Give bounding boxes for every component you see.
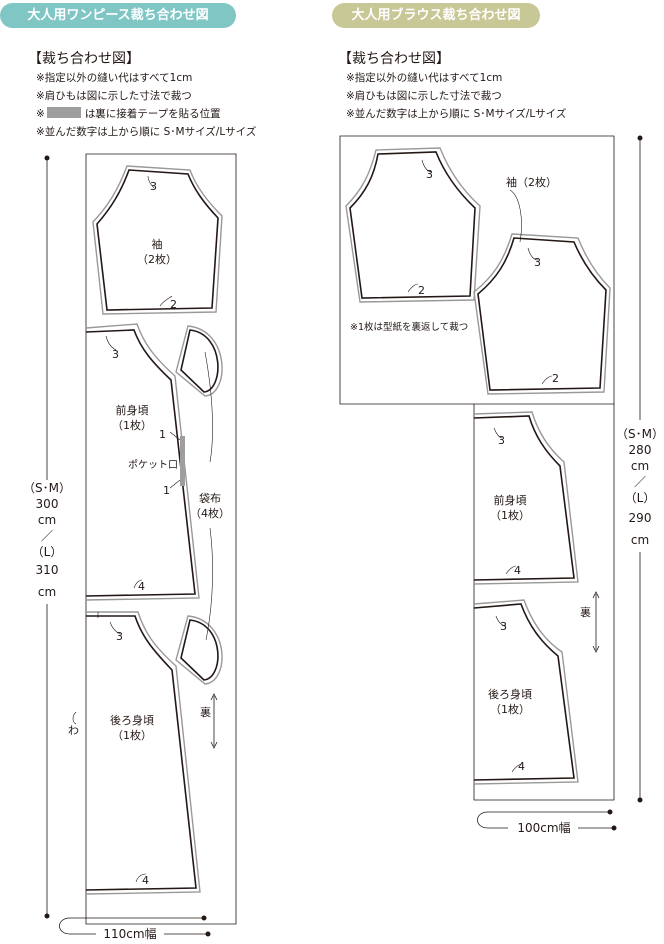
dress-length-4: ／	[41, 529, 53, 543]
pocket-num-2: 1	[163, 484, 170, 497]
blouse-fabric-outline	[339, 135, 615, 801]
dress-front-num-bottom: 4	[138, 580, 145, 593]
dress-back-piece	[85, 611, 201, 895]
dress-sleeve-num-bottom: 2	[170, 298, 177, 311]
dress-note-2: ※肩ひもは図に示した寸法で裁つ	[36, 90, 192, 102]
blouse-sleeve-reverse-note: ※1枚は型紙を裏返して裁つ	[350, 321, 468, 333]
blouse-sleeve2-num-bottom: 2	[552, 372, 559, 385]
blouse-length-3: cm	[631, 459, 649, 473]
blouse-front-num-bottom: 4	[514, 564, 521, 577]
dress-length-3: cm	[38, 513, 56, 527]
blouse-heading: 【裁ち合わせ図】	[338, 51, 450, 67]
blouse-width-label: 100cm幅	[517, 820, 570, 835]
interfacing-swatch	[46, 107, 81, 118]
dress-sleeve-count: （2枚）	[137, 252, 177, 266]
dress-note-3-text: は裏に接着テープを貼る位置	[84, 108, 221, 120]
dress-pocket-cloth-pieces	[175, 325, 223, 685]
dress-sleeve-piece	[92, 165, 223, 315]
dress-note-4: ※並んだ数字は上から順に S･Mサイズ/Lサイズ	[36, 126, 257, 138]
blouse-sleeve1-num-bottom: 2	[418, 284, 425, 297]
blouse-front-piece	[473, 411, 579, 585]
dress-sleeve-num-top: 3	[150, 180, 157, 193]
pocket-opening-label: ポケット口	[128, 459, 178, 471]
blouse-front-label: 前身頃	[494, 493, 527, 507]
dress-title-tag: 大人用ワンピース裁ち合わせ図	[0, 3, 236, 28]
dress-reverse-label: 裏	[200, 705, 211, 719]
blouse-back-piece	[473, 599, 579, 785]
blouse-sleeve2-num-top: 3	[534, 256, 541, 269]
dress-back-num-top: 3	[116, 630, 123, 643]
blouse-title-tag: 大人用ブラウス裁ち合わせ図	[332, 3, 540, 28]
blouse-front-num-top: 3	[498, 434, 505, 447]
blouse-back-count: （1枚）	[490, 702, 530, 716]
dress-note-3-prefix: ※	[36, 108, 45, 120]
dress-width-label: 110cm幅	[103, 926, 156, 941]
blouse-reverse-label: 裏	[580, 605, 591, 619]
blouse-sleeve1-num-top: 3	[426, 168, 433, 181]
dress-width-line	[59, 917, 208, 935]
fold-mark-label: わ	[68, 724, 79, 737]
dress-back-num-bottom: 4	[142, 874, 149, 887]
blouse-length-1: （S･M）	[616, 427, 664, 441]
dress-note-1: ※指定以外の縫い代はすべて1cm	[36, 72, 193, 84]
blouse-length-6: 290	[629, 511, 652, 525]
blouse-length-2: 280	[629, 443, 652, 457]
dress-sleeve-label: 袖	[152, 237, 163, 251]
dress-front-count: （1枚）	[112, 418, 152, 432]
blouse-sleeve-piece-2	[473, 233, 611, 395]
blouse-back-label: 後ろ身頃	[488, 687, 532, 701]
blouse-front-count: （1枚）	[490, 508, 530, 522]
blouse-length-7: cm	[631, 533, 649, 547]
dress-fabric	[46, 153, 237, 935]
blouse-length-4: ／	[634, 475, 646, 489]
dress-length-6: 310	[36, 563, 59, 577]
dress-front-num-top: 3	[112, 348, 119, 361]
blouse-back-num-bottom: 4	[518, 760, 525, 773]
pocket-cloth-count: （4枚）	[190, 506, 230, 520]
blouse-sleeve-label: 袖（2枚）	[506, 175, 557, 189]
blouse-back-num-top: 3	[500, 620, 507, 633]
dress-length-2: 300	[36, 497, 59, 511]
dress-length-1: （S･M）	[23, 481, 71, 495]
dress-length-5: （L）	[32, 545, 63, 559]
pocket-opening-tape	[180, 436, 185, 486]
blouse-note-1: ※指定以外の縫い代はすべて1cm	[346, 72, 503, 84]
dress-note-3: ※ は裏に接着テープを貼る位置	[36, 106, 221, 121]
dress-length-7: cm	[38, 585, 56, 599]
dress-back-count: （1枚）	[112, 728, 152, 742]
blouse-sleeve-piece-1	[345, 147, 481, 303]
blouse-note-3: ※並んだ数字は上から順に S･Mサイズ/Lサイズ	[346, 108, 567, 120]
dress-front-piece	[85, 323, 200, 601]
blouse-fabric	[339, 135, 641, 829]
blouse-note-2: ※肩ひもは図に示した寸法で裁つ	[346, 90, 502, 102]
blouse-width-line	[477, 811, 614, 829]
pocket-cloth-label: 袋布	[199, 491, 221, 505]
dress-front-label: 前身頃	[116, 403, 149, 417]
pocket-num-1: 1	[159, 428, 166, 441]
dress-fabric-outline	[85, 153, 237, 925]
dress-back-label: 後ろ身頃	[110, 713, 154, 727]
blouse-length-5: （L）	[625, 491, 656, 505]
dress-heading: 【裁ち合わせ図】	[28, 51, 140, 67]
